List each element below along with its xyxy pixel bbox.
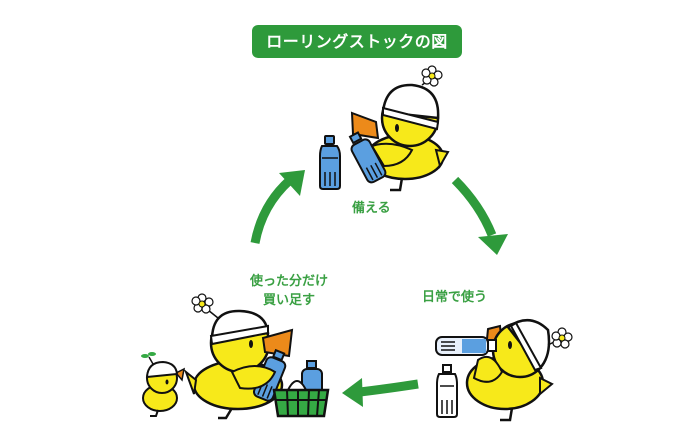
step-label-refill-line-1: 使った分だけ <box>250 274 329 289</box>
arrow-prepare-to-use-icon <box>451 176 508 255</box>
arrow-refill-to-prepare-icon <box>250 170 305 244</box>
chick-use <box>435 319 573 422</box>
step-label-refill: 使った分だけ 買い足す <box>250 272 328 310</box>
arrow-use-to-refill-icon <box>342 378 419 407</box>
chick-prepare <box>319 65 450 192</box>
step-label-use: 日常で使う <box>422 288 487 307</box>
step-label-refill-line-2: 買い足す <box>263 293 316 308</box>
flower-icon <box>421 65 443 87</box>
step-label-prepare: 備える <box>352 199 391 218</box>
drinking-bottle-icon <box>435 336 497 356</box>
diagram-title: ローリングストックの図 <box>252 25 462 58</box>
shopping-basket-icon <box>272 388 330 418</box>
flower-icon <box>551 327 573 349</box>
chick-refill <box>183 293 330 420</box>
step-label-prepare-line: 備える <box>352 201 391 216</box>
flower-icon <box>191 293 214 314</box>
empty-bottle-icon <box>436 364 458 418</box>
step-label-use-line: 日常で使う <box>422 290 488 305</box>
baby-chick <box>141 352 186 417</box>
sprout-icon <box>141 352 156 358</box>
water-bottle-icon <box>319 135 341 190</box>
